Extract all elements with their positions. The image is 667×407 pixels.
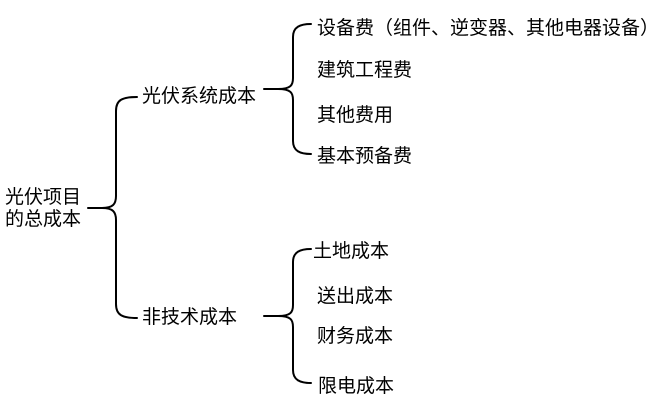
leaf-basic-reserve-cost: 基本预备费 [317, 146, 413, 167]
leaf-transmission-cost: 送出成本 [317, 286, 394, 307]
branch-pv-system-cost: 光伏系统成本 [142, 86, 257, 107]
leaf-financial-cost: 财务成本 [317, 326, 394, 347]
leaf-equipment-cost: 设备费（组件、逆变器、其他电器设备） [317, 18, 660, 39]
leaf-land-cost: 土地成本 [313, 241, 390, 262]
pv-system-brace [277, 23, 312, 155]
leaf-construction-cost: 建筑工程费 [317, 60, 413, 81]
leaf-other-expenses: 其他费用 [317, 105, 394, 126]
branch-non-technical-cost: 非技术成本 [142, 307, 238, 328]
non-technical-brace [277, 248, 312, 384]
root-node-label: 光伏项目的总成本 [5, 187, 82, 230]
leaf-curtailment-cost: 限电成本 [318, 376, 395, 397]
root-brace [101, 96, 138, 319]
